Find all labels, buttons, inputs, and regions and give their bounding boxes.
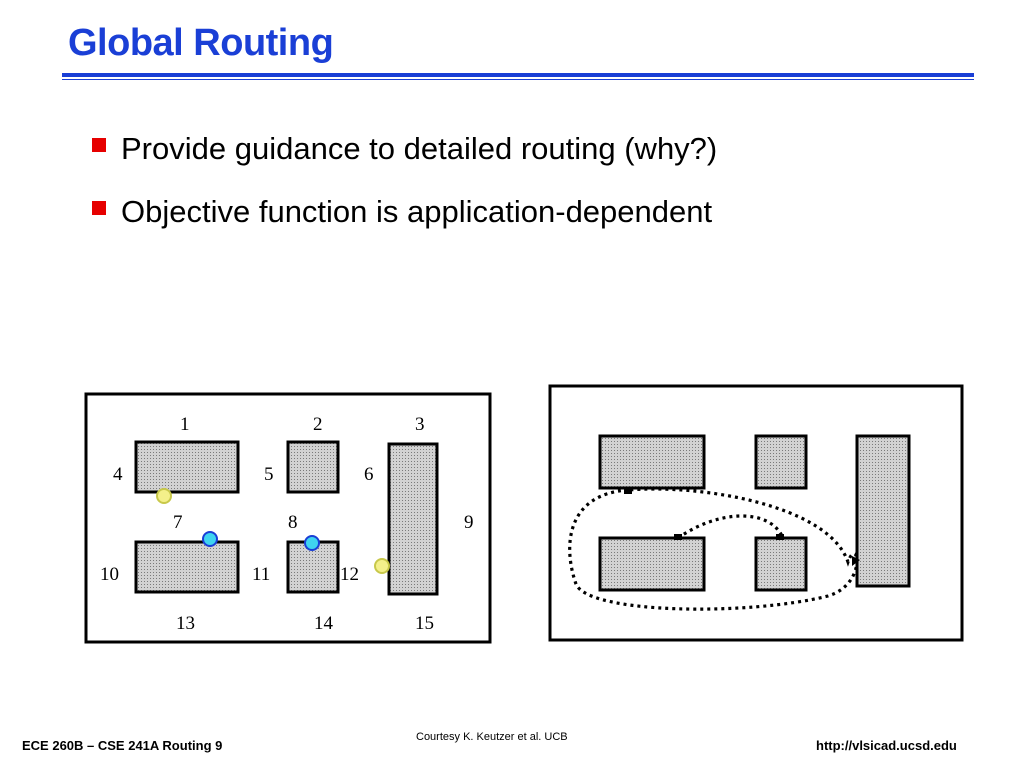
cell-block	[134, 540, 240, 594]
footer-credit: Courtesy K. Keutzer et al. UCB	[416, 731, 568, 743]
cell-block	[286, 440, 340, 494]
cell-block	[134, 440, 240, 494]
cell-block	[598, 434, 706, 490]
route-arrow-icon	[852, 556, 860, 566]
cell-block	[855, 434, 911, 588]
bullet-text: Provide guidance to detailed routing (wh…	[121, 131, 718, 166]
region-label: 5	[264, 464, 274, 485]
pin-cyan-icon	[304, 535, 320, 551]
global-route-outer	[568, 487, 859, 611]
global-route-diagram	[548, 384, 964, 642]
route-pin-icon	[624, 488, 632, 494]
region-label: 6	[364, 464, 374, 485]
footer-course: ECE 260B – CSE 241A Routing 9	[22, 738, 223, 753]
region-label: 14	[314, 613, 334, 634]
bullet-marker-icon	[92, 138, 106, 152]
routing-regions-diagram: 1 2 3 4 5 6 7 8 9 10 11 12 13 14 15	[84, 392, 492, 644]
region-label: 11	[252, 564, 270, 585]
bullet-item: Provide guidance to detailed routing (wh…	[92, 131, 717, 167]
footer-url: http://vlsicad.ucsd.edu	[816, 738, 957, 753]
cell-block	[754, 434, 808, 490]
cell-block	[754, 536, 808, 592]
route-pin-icon	[674, 534, 682, 540]
title-divider-thin	[62, 79, 974, 80]
region-label: 1	[180, 414, 190, 435]
pin-cyan-icon	[202, 531, 218, 547]
title-divider	[62, 73, 974, 77]
region-label: 7	[173, 512, 183, 533]
region-label: 10	[100, 564, 119, 585]
global-route-inner	[677, 514, 784, 540]
region-label: 13	[176, 613, 195, 634]
pin-yellow-icon	[156, 488, 172, 504]
region-label: 4	[113, 464, 123, 485]
region-label: 15	[415, 613, 434, 634]
region-label: 12	[340, 564, 359, 585]
slide-title: Global Routing	[68, 22, 334, 64]
bullet-marker-icon	[92, 201, 106, 215]
cell-block	[598, 536, 706, 592]
bullet-item: Objective function is application-depend…	[92, 194, 712, 230]
bullet-text: Objective function is application-depend…	[121, 194, 713, 229]
pin-yellow-icon	[374, 558, 390, 574]
cell-block	[387, 442, 439, 596]
route-pin-icon	[776, 534, 784, 540]
region-label: 2	[313, 414, 323, 435]
region-label: 3	[415, 414, 425, 435]
region-label: 8	[288, 512, 298, 533]
region-label: 9	[464, 512, 474, 533]
